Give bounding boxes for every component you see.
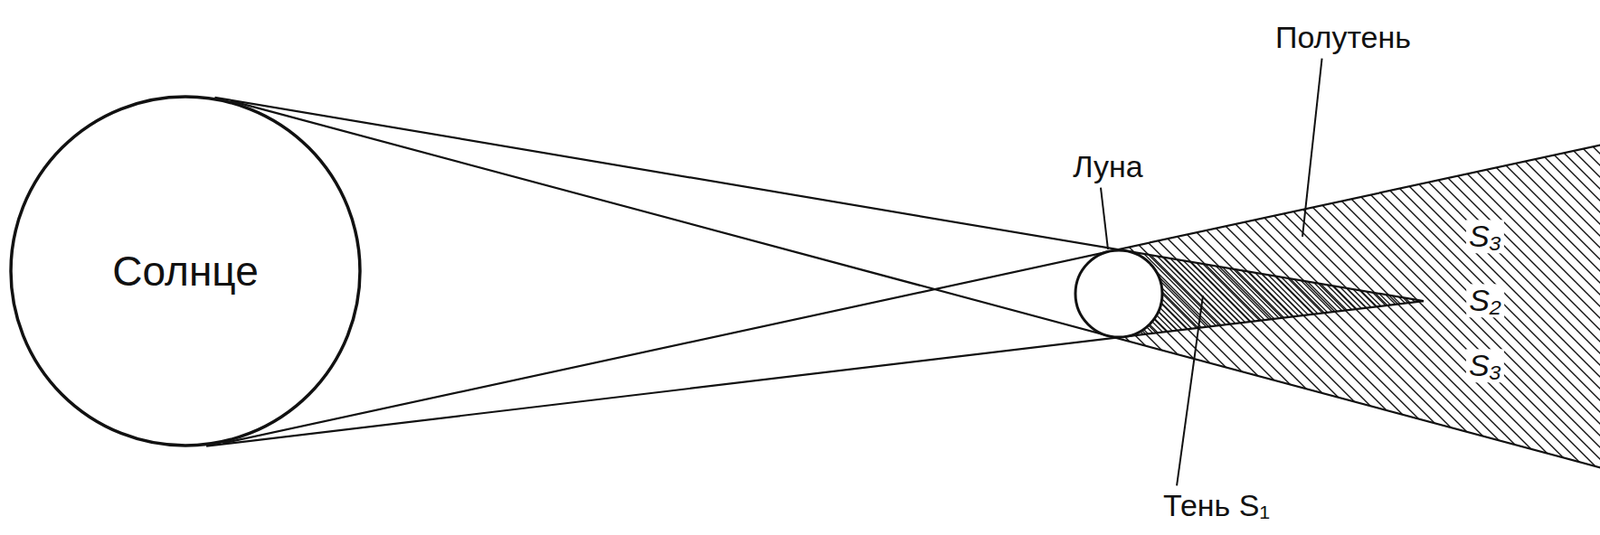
sun-circle: Солнце <box>9 94 362 448</box>
penumbra-label: Полутень <box>1272 20 1414 55</box>
zone-label: S₃ <box>1466 219 1505 254</box>
node-label: Солнце <box>112 246 258 296</box>
leader-line <box>1176 295 1203 486</box>
sun-outline-circle <box>10 96 360 446</box>
shadow-geometry <box>206 97 1600 469</box>
zone-label: S₃ <box>1466 349 1505 383</box>
zone-label: S₂ <box>1466 284 1505 318</box>
tangent-ray <box>214 97 1424 302</box>
umbra-label: Тень S₁ <box>1160 489 1273 523</box>
tangent-ray <box>206 301 1424 446</box>
tangent-ray <box>222 144 1600 444</box>
leader-line <box>1100 188 1108 250</box>
leader-line <box>1302 58 1323 237</box>
node-text-box: Солнце <box>9 94 362 448</box>
penumbra-region <box>1107 144 1600 469</box>
moon-circle <box>1075 250 1163 338</box>
tangent-ray <box>230 101 1600 469</box>
moon-label: Луна <box>1069 150 1146 184</box>
